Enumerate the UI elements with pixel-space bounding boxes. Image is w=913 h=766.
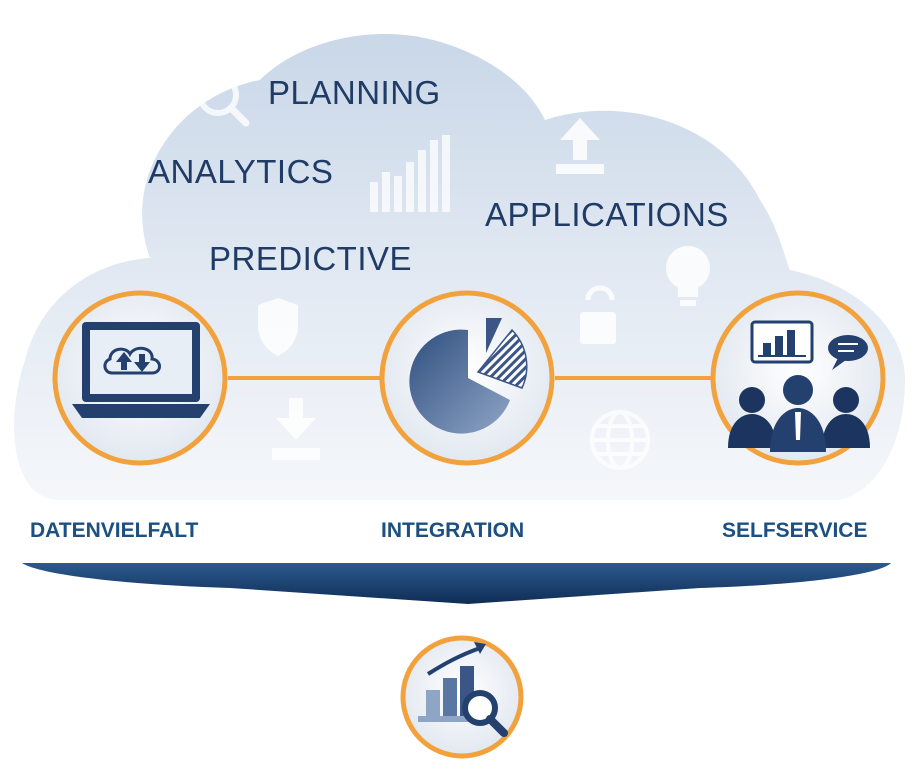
cloud-background [14,33,906,500]
term-planning: PLANNING [268,74,441,111]
laptop-cloud-sync-icon [72,322,210,418]
label-datenvielfalt: DATENVIELFALT [30,519,199,542]
label-integration: INTEGRATION [381,519,525,542]
pie-chart-icon [409,318,528,434]
term-predictive: PREDICTIVE [209,240,413,277]
label-selfservice: SELFSERVICE [722,519,868,542]
node-integration [379,290,555,466]
globe-icon [590,410,650,470]
search-icon [197,74,250,127]
users-presentation-icon [728,320,870,452]
result-node [400,635,524,759]
term-applications: APPLICATIONS [485,196,729,233]
bar-chart-icon [370,135,450,212]
shield-icon [258,298,298,356]
node-selfservice [710,290,886,466]
padlock-icon [580,285,616,344]
term-analytics: ANALYTICS [148,153,334,190]
download-icon [272,398,320,460]
funnel-arrow [22,563,891,604]
lightbulb-icon [666,246,710,306]
growth-chart-magnifier-icon [418,642,508,737]
upload-icon [556,118,604,174]
node-datenvielfalt [52,290,228,466]
